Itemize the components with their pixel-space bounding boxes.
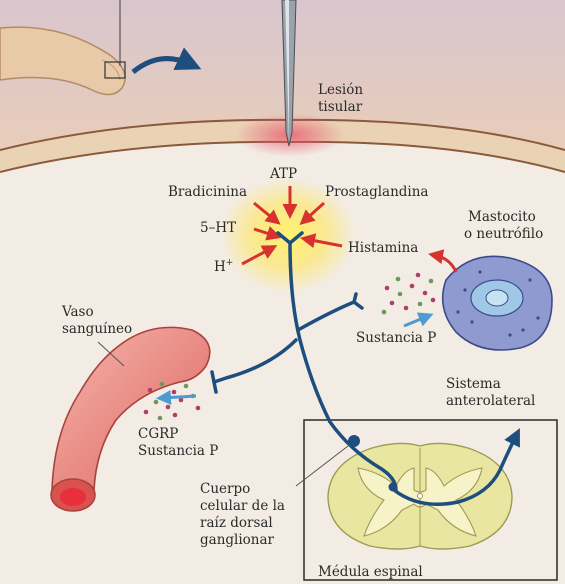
vessel-label-line-1: Vaso [61,304,94,320]
substance-p-arrow-icon [404,316,428,326]
drg-label-line-1: Cuerpo [200,481,250,497]
anterolateral-label-line-1: Sistema [446,376,501,392]
vessel-terminal-icon [212,372,216,392]
mast-cell-label-line-2: o neutrófilo [464,226,543,242]
nerve-branch-vessel [214,340,296,382]
anterolateral-label-line-2: anterolateral [446,393,535,409]
atp-label: ATP [269,166,297,182]
vessel-label-line-2: sanguíneo [62,321,132,337]
synapse-icon [389,483,398,492]
injury-label-line-2: tisular [318,99,363,115]
serotonin-label: 5–HT [200,220,236,236]
prostaglandin-label: Prostaglandina [325,184,428,200]
proton-label: H+ [214,258,233,275]
drg-label-line-2: celular de la [200,498,285,514]
histamine-label: Histamina [348,240,418,256]
spinal-cord-label: Médula espinal [318,564,423,580]
cgrp-label-line-2: Sustancia P [138,443,218,459]
drg-label-line-4: ganglionar [200,532,275,548]
mast-cell-label-line-1: Mastocito [468,209,536,225]
bradykinin-label: Bradicinina [168,184,247,200]
mast-cell-icon [443,256,552,350]
spinal-cord-icon [328,443,512,549]
nerve-branch-mast [298,302,354,330]
mast-terminal-icon [354,294,362,308]
drg-cell-body-icon [348,435,360,447]
drg-label-line-3: raíz dorsal [200,515,273,531]
substance-p-dots [382,273,436,315]
histamine-release-arrow-icon [434,255,456,272]
injury-label-line-1: Lesión [318,82,363,98]
cgrp-arrow-icon [162,396,196,398]
blood-vessel-icon [51,327,210,511]
cgrp-label-line-1: CGRP [138,426,178,442]
substance-p-label: Sustancia P [356,330,436,346]
